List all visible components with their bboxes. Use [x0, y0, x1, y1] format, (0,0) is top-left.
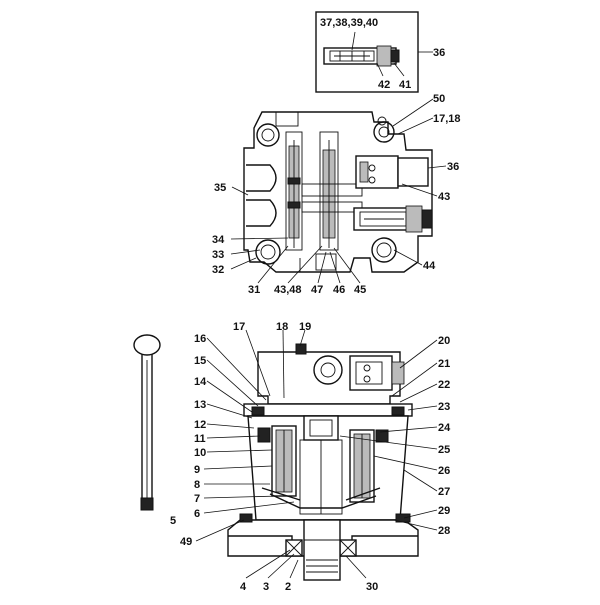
valve-block-drawing: [243, 111, 433, 273]
label-24: 24: [438, 422, 451, 434]
motor-assembly-drawing: [227, 343, 419, 581]
label-43: 43: [438, 191, 450, 203]
label-44: 44: [423, 260, 436, 272]
label-11: 11: [194, 433, 206, 445]
label-36: 36: [447, 161, 459, 173]
label-13: 13: [194, 399, 206, 411]
label-14: 14: [194, 376, 207, 388]
label-21: 21: [438, 358, 450, 370]
label-2: 2: [285, 581, 291, 593]
label-3: 3: [263, 581, 269, 593]
label-46: 46: [333, 284, 345, 296]
label-17b: 17: [233, 321, 245, 333]
label-28: 28: [438, 525, 450, 537]
inset-detail: 37,38,39,40 42 41 36: [315, 11, 445, 93]
label-7: 7: [194, 493, 200, 505]
label-20: 20: [438, 335, 450, 347]
label-4: 4: [240, 581, 247, 593]
label-15: 15: [194, 355, 206, 367]
label-18b: 18: [276, 321, 288, 333]
label-12: 12: [194, 419, 206, 431]
label-9: 9: [194, 464, 200, 476]
motor-labels: 17 18 19 16 15 14 13 12 11 10 9 8 7 6 20…: [170, 321, 451, 593]
label-49: 49: [180, 536, 192, 548]
label-29: 29: [438, 505, 450, 517]
motor-leaders: [195, 329, 438, 579]
label-32: 32: [212, 264, 224, 276]
valve-block-leaders: [230, 98, 447, 284]
label-43-48: 43,48: [274, 284, 302, 296]
label-31: 31: [248, 284, 260, 296]
valve-block-labels: 50 17,18 36 35 43 34 33 32 44 31 43,48 4…: [212, 93, 461, 296]
inset-label-41: 41: [399, 79, 411, 91]
label-17-18: 17,18: [433, 113, 461, 125]
label-45: 45: [354, 284, 366, 296]
label-25: 25: [438, 444, 450, 456]
inset-label-top: 37,38,39,40: [320, 17, 378, 29]
label-10: 10: [194, 447, 206, 459]
label-47: 47: [311, 284, 323, 296]
inset-label-36: 36: [433, 47, 445, 59]
label-26: 26: [438, 465, 450, 477]
label-6: 6: [194, 508, 200, 520]
label-8: 8: [194, 479, 200, 491]
label-19: 19: [299, 321, 311, 333]
dipstick-drawing: [133, 334, 161, 511]
label-35: 35: [214, 182, 226, 194]
label-5: 5: [170, 515, 176, 527]
label-50: 50: [433, 93, 445, 105]
label-33: 33: [212, 249, 224, 261]
inset-label-42: 42: [378, 79, 390, 91]
label-16: 16: [194, 333, 206, 345]
label-23: 23: [438, 401, 450, 413]
label-27: 27: [438, 486, 450, 498]
label-30: 30: [366, 581, 378, 593]
label-34: 34: [212, 234, 225, 246]
label-22: 22: [438, 379, 450, 391]
